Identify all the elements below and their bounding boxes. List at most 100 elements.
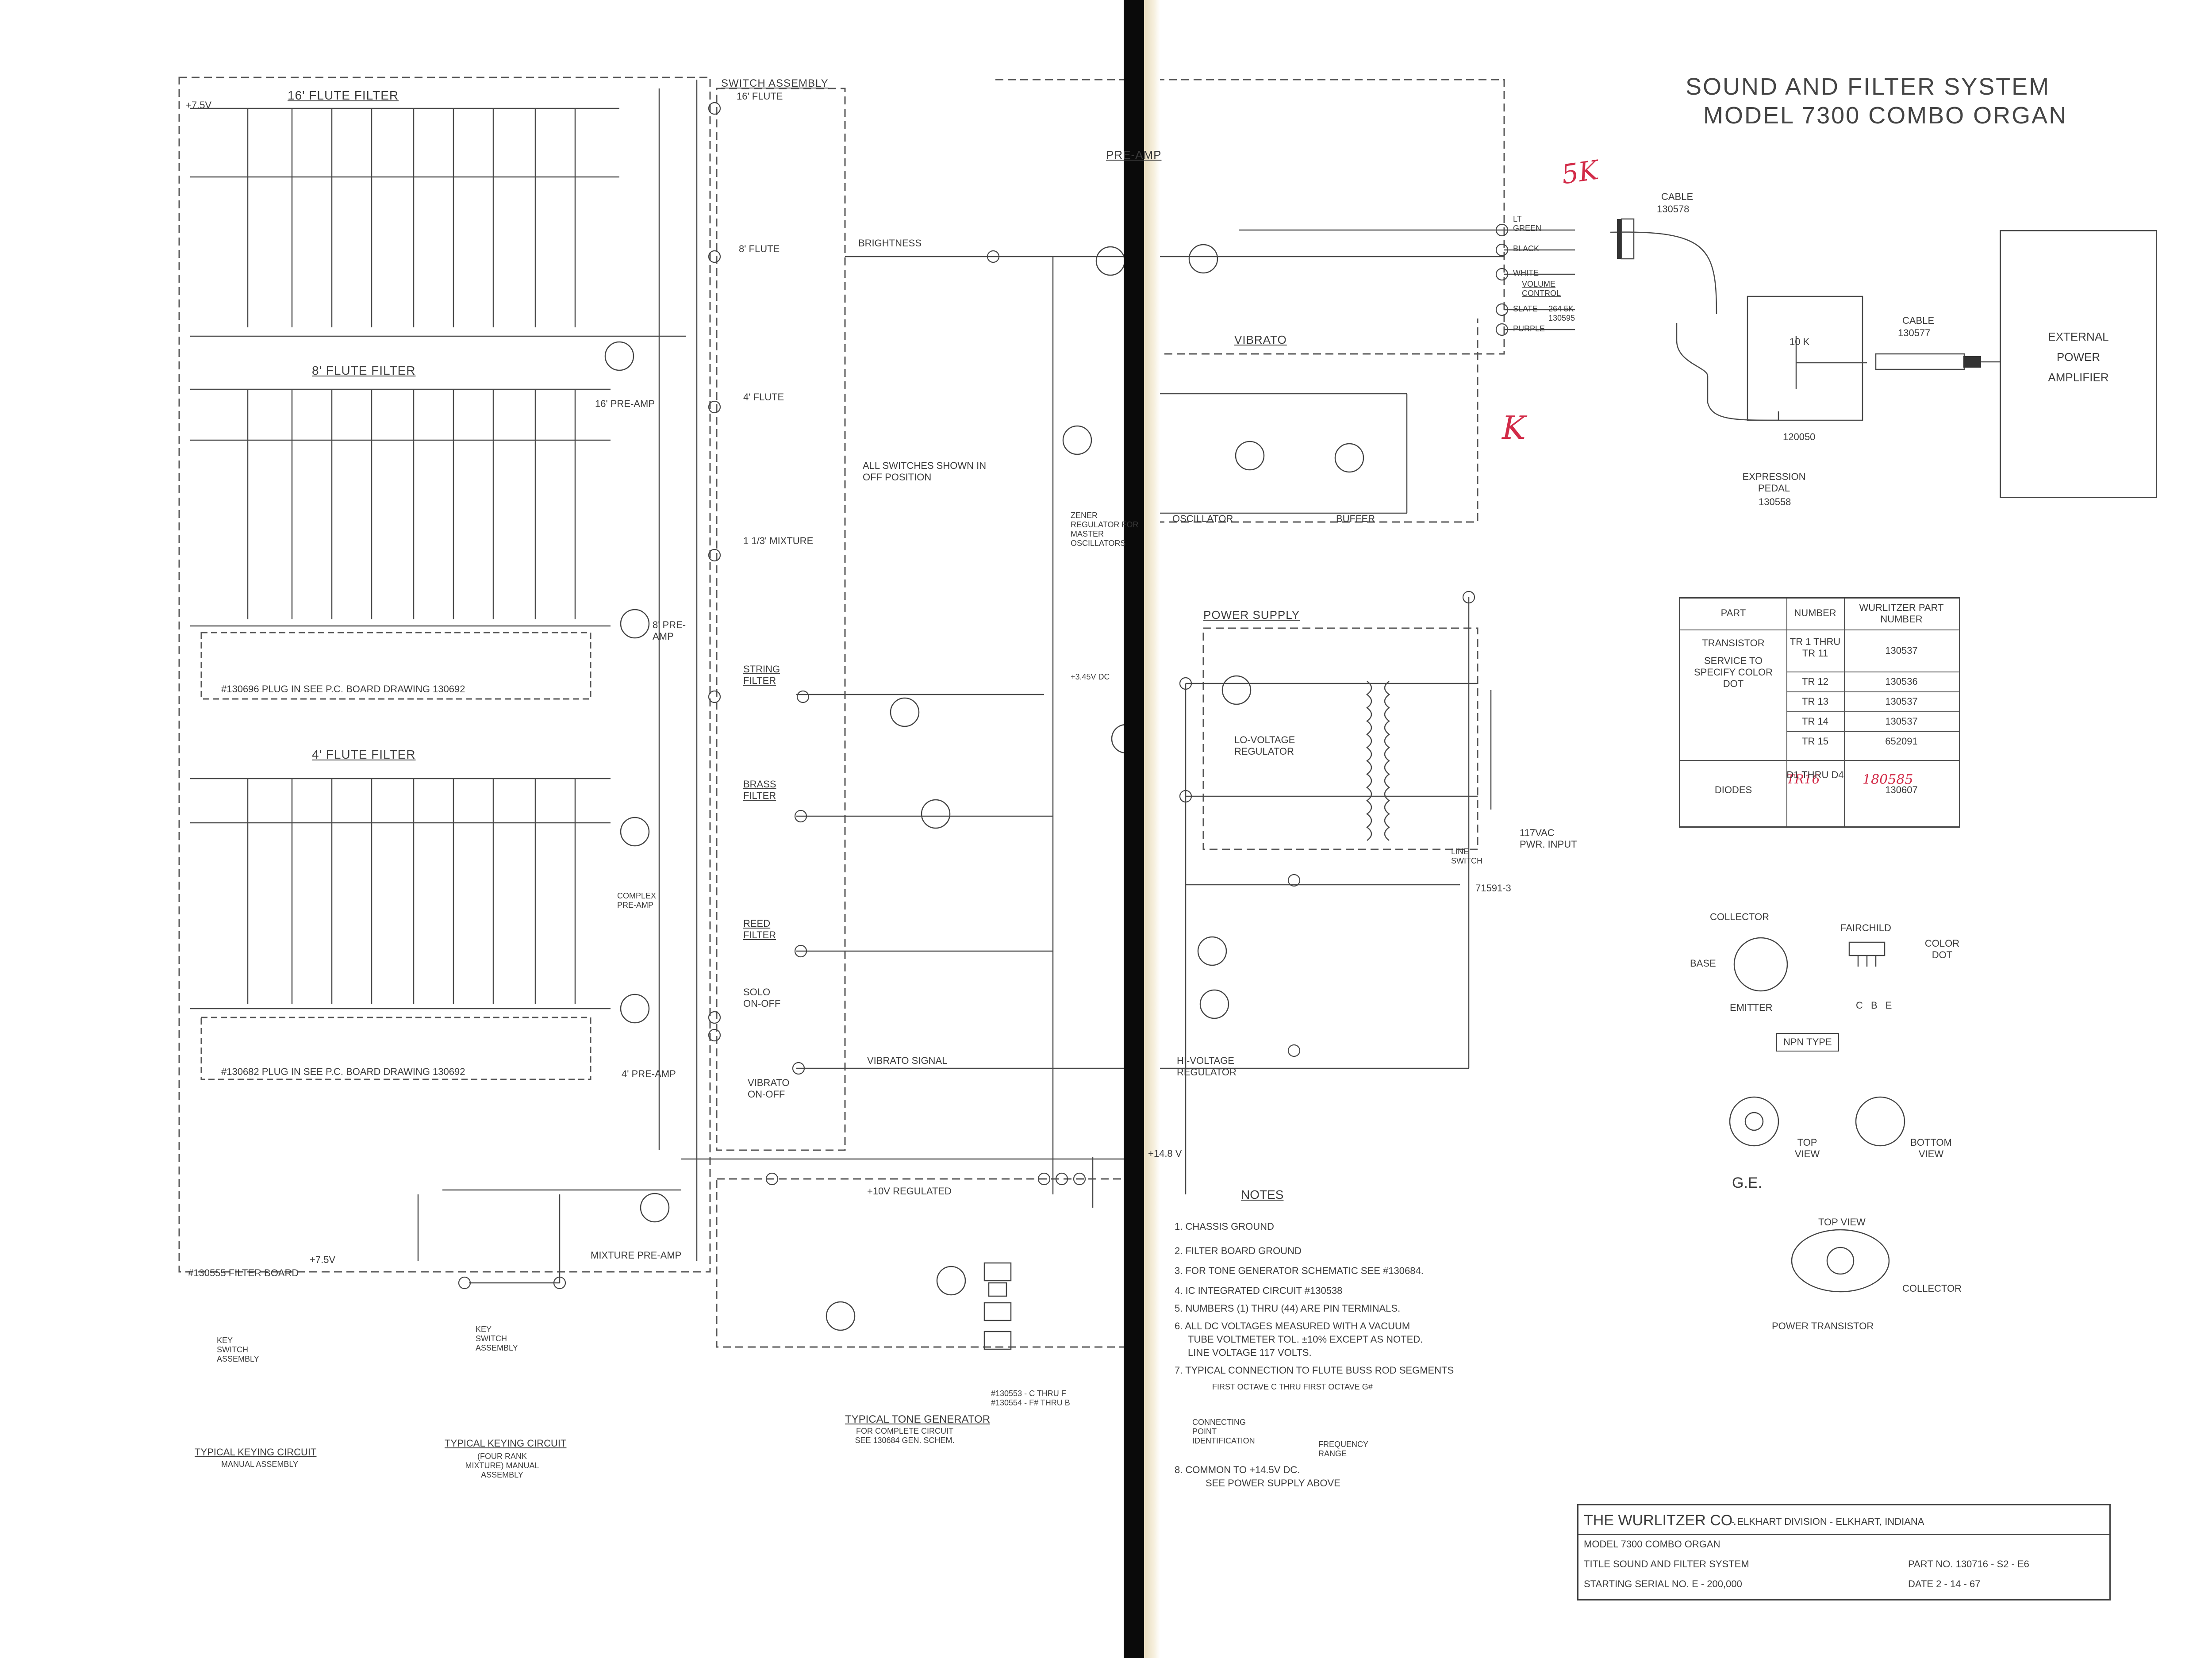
cable2-label: CABLE <box>1902 315 1935 326</box>
hv-regulator-label: HI-VOLTAGE REGULATOR <box>1177 1055 1237 1078</box>
external-amplifier-box: EXTERNAL POWER AMPLIFIER <box>2000 230 2157 498</box>
table-header-wurlitzer: WURLITZER PART NUMBER <box>1859 602 1944 625</box>
table-transistor-label: TRANSISTOR <box>1702 637 1765 649</box>
tone-gen-sub: FOR COMPLETE CIRCUIT SEE 130684 GEN. SCH… <box>855 1427 955 1445</box>
table-row-tr14-part: 130537 <box>1885 716 1918 727</box>
keying2-label: TYPICAL KEYING CIRCUIT <box>445 1438 567 1449</box>
cable2-number: 130577 <box>1898 327 1931 338</box>
note-8b: SEE POWER SUPPLY ABOVE <box>1206 1478 1340 1489</box>
keying1-label: TYPICAL KEYING CIRCUIT <box>195 1447 317 1458</box>
notes-heading: NOTES <box>1241 1188 1284 1201</box>
note-6c: LINE VOLTAGE 117 VOLTS. <box>1188 1347 1312 1358</box>
book-spine <box>1124 0 1144 1658</box>
line-switch-label: LINE SWITCH <box>1451 847 1482 865</box>
complex-preamp-label: COMPLEX PRE-AMP <box>617 891 657 910</box>
keying1-sub: MANUAL ASSEMBLY <box>221 1460 299 1469</box>
filter-board-outline <box>178 77 711 1273</box>
title-line1: SOUND AND FILTER SYSTEM <box>1686 73 2051 100</box>
title-block: THE WURLITZER CO. - ELKHART DIVISION - E… <box>1577 1504 2111 1600</box>
plus75-label: +7.5V <box>186 100 212 111</box>
mixture-preamp-label: MIXTURE PRE-AMP <box>591 1250 682 1261</box>
switch16-label: 16' FLUTE <box>737 91 783 102</box>
solo-label: SOLO ON-OFF <box>743 986 781 1009</box>
switch-assembly-label: SWITCH ASSEMBLY <box>721 77 829 89</box>
table-row-tr15-number: TR 15 <box>1802 736 1828 747</box>
legend-top-view: TOP VIEW <box>1794 1137 1820 1159</box>
note-1: 1. CHASSIS GROUND <box>1175 1221 1274 1232</box>
external-amplifier-label: EXTERNAL POWER AMPLIFIER <box>2048 330 2109 384</box>
plug8-label: #130696 PLUG IN SEE P.C. BOARD DRAWING 1… <box>221 683 465 695</box>
buffer-label: BUFFER <box>1336 513 1375 524</box>
table-diodes-label: DIODES <box>1714 784 1752 795</box>
switch4-label: 4' FLUTE <box>743 391 784 403</box>
legend-color-dot: COLOR DOT <box>1924 938 1960 960</box>
wire-black: BLACK <box>1513 244 1540 253</box>
all-switches-note: ALL SWITCHES SHOWN IN OFF POSITION <box>863 460 987 483</box>
note-7-connecting: CONNECTING POINT IDENTIFICATION <box>1192 1418 1255 1445</box>
title-block-title: TITLE SOUND AND FILTER SYSTEM <box>1584 1558 1749 1570</box>
title-block-serial: STARTING SERIAL NO. E - 200,000 <box>1584 1578 1742 1589</box>
volume-control-label: VOLUME CONTROL <box>1522 280 1561 298</box>
flute8-label: 8' FLUTE FILTER <box>312 364 416 377</box>
preamp4-label: 4' PRE-AMP <box>622 1068 676 1079</box>
pwr-input-label: 117VAC PWR. INPUT <box>1520 827 1577 850</box>
legend-fairchild: FAIRCHILD <box>1840 922 1891 933</box>
note-2: 2. FILTER BOARD GROUND <box>1175 1245 1302 1256</box>
handwritten-part: 180585 <box>1863 772 1913 787</box>
note-3: 3. FOR TONE GENERATOR SCHEMATIC SEE #130… <box>1175 1265 1424 1276</box>
plus148-label: +14.8 V <box>1148 1148 1182 1159</box>
expression-pedal-part: 130558 <box>1759 496 1791 507</box>
table-diodes-number: D1 THRU D4 <box>1786 769 1844 780</box>
note-6: 6. ALL DC VOLTAGES MEASURED WITH A VACUU… <box>1175 1320 1410 1332</box>
table-service-note: SERVICE TO SPECIFY COLOR DOT <box>1694 655 1773 689</box>
legend-collector: COLLECTOR <box>1710 911 1770 922</box>
key-switch-label-1: KEY SWITCH ASSEMBLY <box>217 1336 259 1363</box>
cable-plug-1 <box>1621 218 1635 260</box>
table-row-tr13-part: 130537 <box>1885 696 1918 707</box>
zener-label: ZENER REGULATOR FOR MASTER OSCILLATORS <box>1071 511 1139 548</box>
wire-slate: SLATE <box>1513 304 1538 313</box>
tone-generator-outline <box>716 1178 1142 1348</box>
key-switch-label-2: KEY SWITCH ASSEMBLY <box>476 1325 518 1352</box>
table-header-number: NUMBER <box>1794 607 1836 618</box>
title-block-part-no: PART NO. 130716 - S2 - E6 <box>1908 1558 2029 1570</box>
string-filter-label: STRING FILTER <box>743 664 780 686</box>
keying2-sub: (FOUR RANK MIXTURE) MANUAL ASSEMBLY <box>465 1452 539 1479</box>
legend-bottom-view: BOTTOM VIEW <box>1910 1137 1952 1159</box>
table-row-tr14-number: TR 14 <box>1802 716 1828 727</box>
table-row-tr12-part: 130536 <box>1885 676 1918 687</box>
wire-purple: PURPLE <box>1513 324 1545 333</box>
note-6b: TUBE VOLTMETER TOL. ±10% EXCEPT AS NOTED… <box>1188 1334 1423 1345</box>
legend-top-view-power: TOP VIEW <box>1818 1217 1866 1228</box>
legend-npn-type: NPN TYPE <box>1776 1033 1839 1052</box>
transistor-parts-table: PART NUMBER WURLITZER PART NUMBER TRANSI… <box>1679 597 1960 828</box>
switch8-label: 8' FLUTE <box>739 243 780 254</box>
preamp8-label: 8' PRE-AMP <box>653 619 686 642</box>
pedal-pot-label: 10 K <box>1790 336 1810 347</box>
mixture-label: 1 1/3' MIXTURE <box>743 535 814 546</box>
filter-board-label: #130555 FILTER BOARD <box>188 1267 299 1278</box>
lv-regulator-label: LO-VOLTAGE REGULATOR <box>1234 734 1295 757</box>
tone-gen-parts: #130553 - C THRU F #130554 - F# THRU B <box>991 1389 1070 1407</box>
cable1-number: 130578 <box>1657 203 1690 215</box>
cable1-label: CABLE <box>1661 191 1694 202</box>
note-8: 8. COMMON TO +14.5V DC. <box>1175 1464 1300 1475</box>
tone-gen-label: TYPICAL TONE GENERATOR <box>845 1413 991 1425</box>
pot-264-label: 264 5K 130595 <box>1548 304 1575 322</box>
note-5: 5. NUMBERS (1) THRU (44) ARE PIN TERMINA… <box>1175 1303 1401 1314</box>
table-row-tr1-part: 130537 <box>1885 645 1918 656</box>
handwritten-tr16: TR16 <box>1786 772 1820 787</box>
legend-ge: G.E. <box>1732 1174 1763 1191</box>
plus75-bottom-label: +7.5V <box>310 1254 336 1265</box>
plus345-label: +3.45V DC <box>1071 672 1110 681</box>
note-7-sub: FIRST OCTAVE C THRU FIRST OCTAVE G# <box>1212 1382 1373 1391</box>
brass-filter-label: BRASS FILTER <box>743 779 776 801</box>
vibrato-onoff-label: VIBRATO ON-OFF <box>748 1077 790 1100</box>
expression-pedal-box <box>1747 296 1863 421</box>
brightness-label: BRIGHTNESS <box>858 238 922 249</box>
note-7: 7. TYPICAL CONNECTION TO FLUTE BUSS ROD … <box>1175 1365 1454 1376</box>
power-supply-outline <box>1202 627 1479 850</box>
switch-assembly-outline <box>716 88 846 1151</box>
